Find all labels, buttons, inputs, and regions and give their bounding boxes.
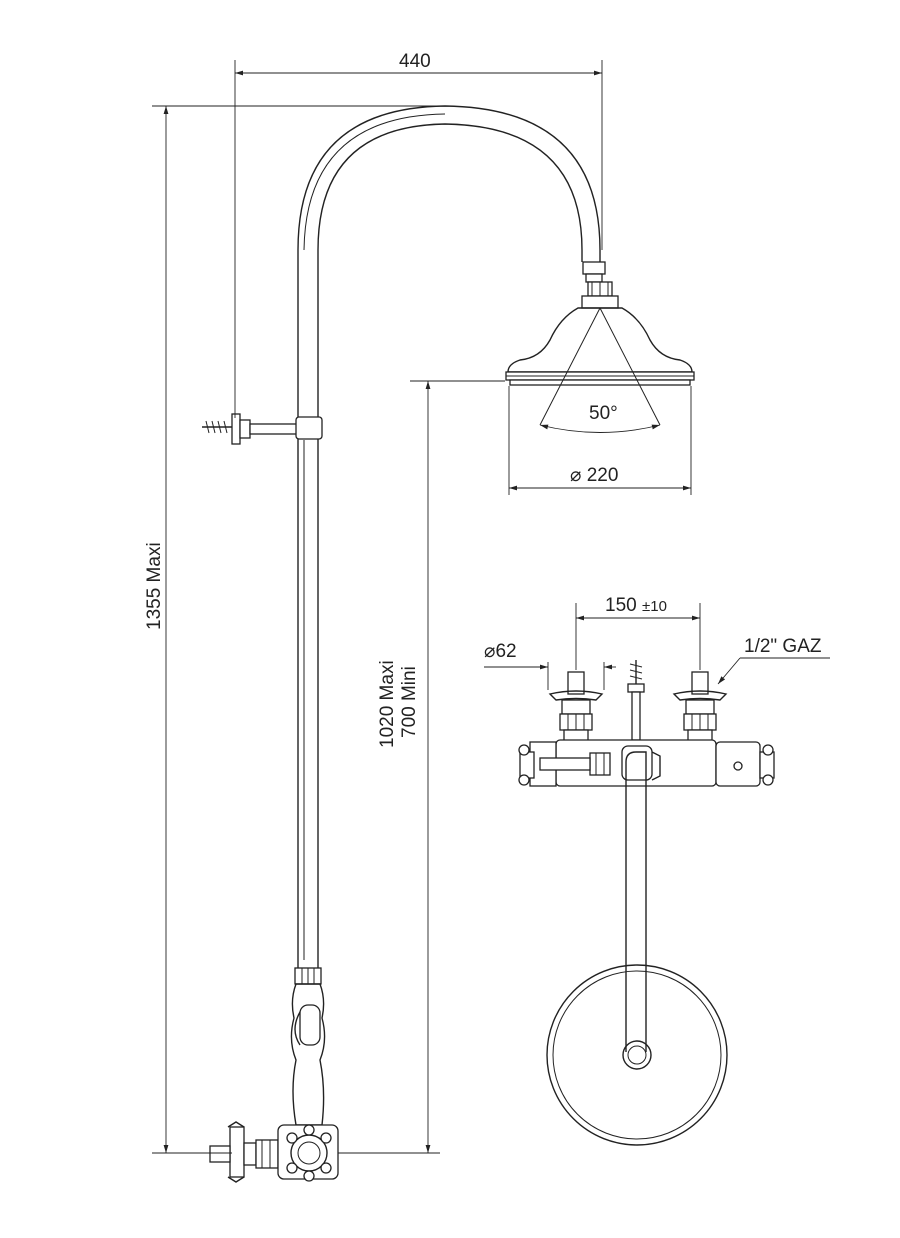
height-min-label: 700 Mini [399, 666, 420, 738]
thread-size-label: 1/2" GAZ [744, 636, 822, 657]
front-view: 150 ±10 ⌀62 1/2" GAZ [484, 595, 830, 1146]
valve-spacing-value: 150 [605, 595, 637, 616]
dimension-head-diameter: ⌀ 220 [508, 386, 692, 495]
total-height-label: 1355 Maxi [144, 542, 165, 630]
mixer-valve-side [209, 967, 339, 1183]
dimension-valve-spacing: 150 ±10 [575, 595, 701, 670]
riser-pipe [297, 250, 319, 968]
wall-bracket [202, 413, 323, 445]
mixer-body-front [518, 739, 775, 787]
right-inlet [672, 671, 728, 745]
valve-spacing-tolerance: ±10 [642, 598, 667, 615]
left-inlet [548, 671, 604, 745]
front-pipe [625, 751, 647, 1052]
shower-head-side [505, 281, 695, 386]
dimension-head-height: 1020 Maxi 700 Mini [338, 380, 505, 1154]
spray-angle-label: 50° [589, 403, 618, 424]
center-wall-screw [627, 660, 645, 741]
side-view: 50° [144, 51, 695, 1183]
dimension-arm-reach: 440 [234, 51, 603, 418]
thread-callout: 1/2" GAZ [717, 636, 830, 685]
spray-angle-annotation: 50° [539, 307, 661, 433]
gooseneck-arm [297, 105, 606, 283]
head-diameter-label: ⌀ 220 [570, 465, 618, 486]
inlet-diameter-label: ⌀62 [484, 641, 517, 662]
dimension-total-height: 1355 Maxi [144, 105, 445, 1154]
height-max-label: 1020 Maxi [377, 660, 398, 748]
arm-reach-label: 440 [399, 51, 431, 72]
shower-head-front [546, 964, 728, 1146]
dimension-inlet-diameter: ⌀62 [484, 641, 616, 690]
